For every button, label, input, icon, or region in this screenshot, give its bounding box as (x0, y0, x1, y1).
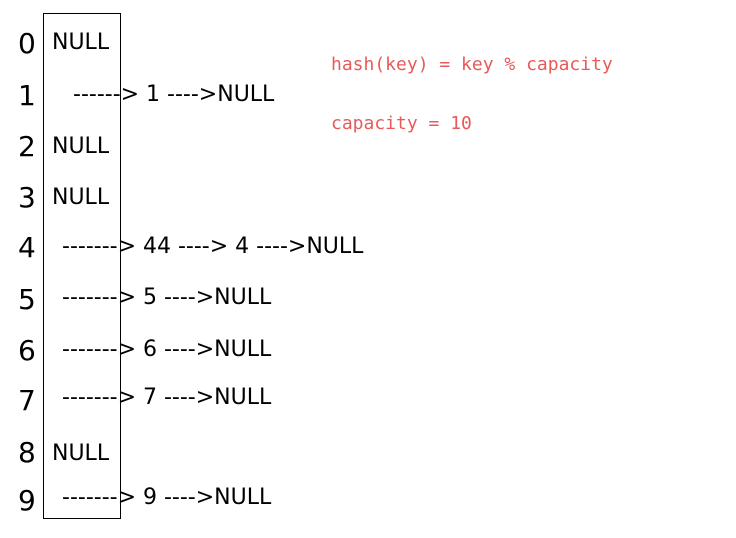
bucket-index-8: 8 (18, 436, 36, 469)
bucket-index-5: 5 (18, 283, 36, 316)
bucket-7-chain: -------> 7 ---->NULL (62, 385, 272, 410)
bucket-index-9: 9 (18, 484, 36, 517)
bucket-2-null: NULL (52, 134, 110, 159)
bucket-index-2: 2 (18, 130, 36, 163)
bucket-0-null: NULL (52, 30, 110, 55)
bucket-index-0: 0 (18, 27, 36, 60)
bucket-index-6: 6 (18, 334, 36, 367)
bucket-index-7: 7 (18, 384, 36, 417)
bucket-3-null: NULL (52, 185, 110, 210)
bucket-index-3: 3 (18, 181, 36, 214)
bucket-5-chain: -------> 5 ---->NULL (62, 285, 272, 310)
bucket-index-1: 1 (18, 79, 36, 112)
hash-formula-note: hash(key) = key % capacity (331, 54, 613, 75)
bucket-6-chain: -------> 6 ---->NULL (62, 337, 272, 362)
bucket-8-null: NULL (52, 441, 110, 466)
bucket-1-chain: ------> 1 ---->NULL (73, 82, 275, 107)
bucket-index-4: 4 (18, 231, 36, 264)
bucket-4-chain: -------> 44 ----> 4 ---->NULL (62, 234, 364, 259)
bucket-9-chain: -------> 9 ---->NULL (62, 485, 272, 510)
bucket-array-box (43, 13, 121, 519)
capacity-note: capacity = 10 (331, 113, 472, 134)
